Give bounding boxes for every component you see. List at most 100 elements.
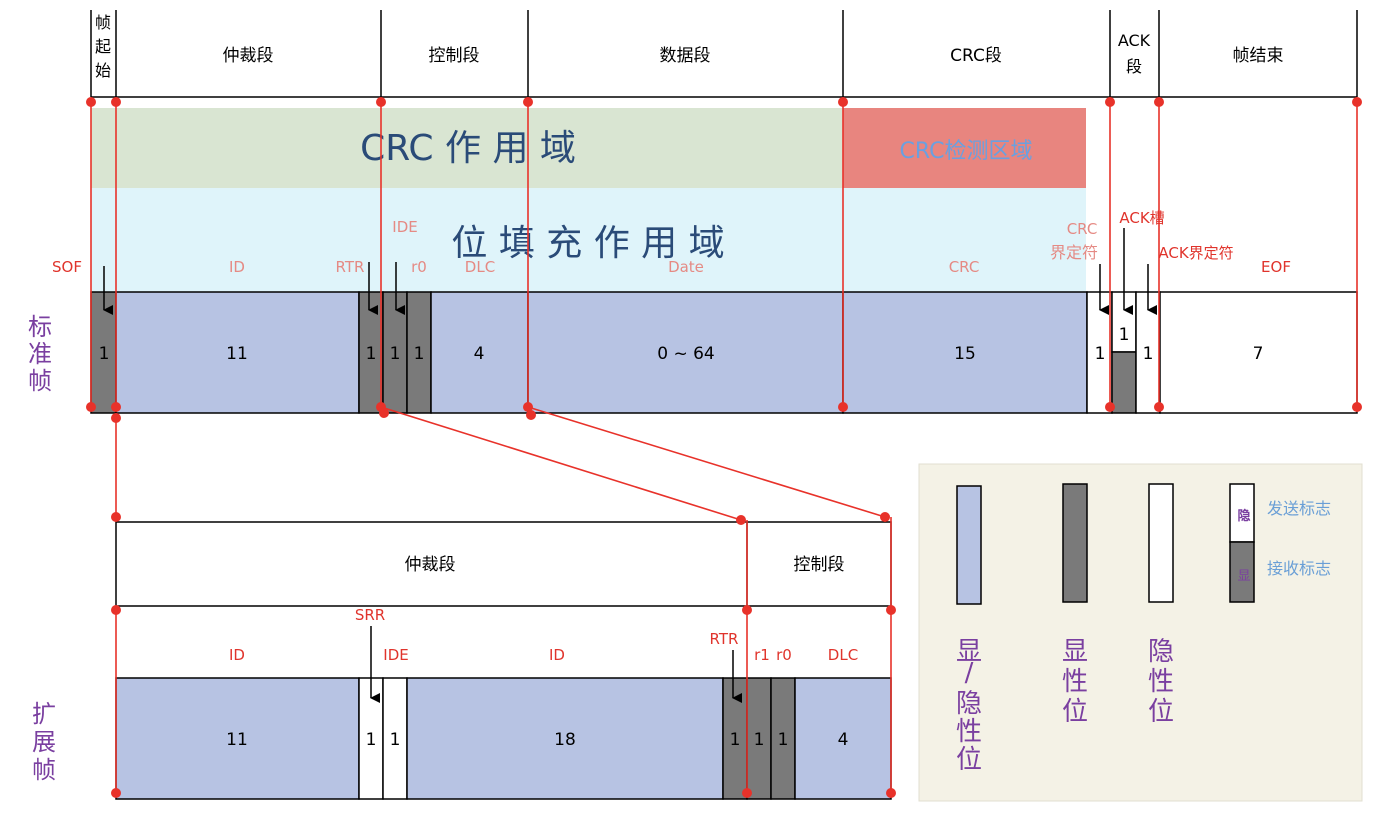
legend-d-char-3: 位 [1062,697,1088,727]
ext-cell-dlc [794,677,892,800]
ext-label-r1: r1 [754,646,770,664]
ext-title-char-2: 展 [32,728,56,756]
std-title-char-2: 准 [28,340,52,368]
std-value-dlc: 4 [474,344,485,364]
legend-swatch-recessive [1148,483,1174,603]
label-eof: EOF [1261,258,1291,276]
std-value-data: 0 ~ 64 [657,344,715,364]
std-value-r0: 1 [414,344,425,364]
ext-value-r1: 1 [754,730,765,750]
ext-cell-id1 [115,677,360,800]
legend-dr-char-5: 位 [956,745,982,775]
ext-section-control: 控制段 [794,555,845,575]
ext-cell-id2 [406,677,724,800]
legend-label-dominant-recessive: 显 / 隐 性 位 [956,637,982,775]
extended-red-guides [115,517,892,793]
bit-stuffing-title: 位 填 充 作 用 域 [451,223,724,264]
ext-value-srr: 1 [366,730,377,750]
section-crc: CRC段 [950,46,1002,66]
ext-title-char-1: 扩 [32,700,56,728]
label-r0: r0 [411,258,427,276]
standard-header: 帧 起 始 仲裁段 控制段 数据段 CRC段 ACK 段 帧结束 [90,10,1358,98]
label-crc-delimiter-1: CRC [1067,220,1098,238]
standard-frame-row: 1 11 1 1 1 4 0 ~ 64 15 1 1 1 7 [90,291,1358,414]
section-ack-line-1: ACK [1118,31,1151,50]
standard-red-dots [86,97,1362,423]
legend-swatch-dominant-recessive [956,485,982,605]
legend-flag-top-char: 隐 [1237,508,1250,524]
extended-red-dots [111,512,896,798]
crc-check-title: CRC检测区域 [900,139,1033,164]
ext-label-r0: r0 [776,646,792,664]
label-rtr: RTR [336,258,365,276]
standard-row-title: 标 准 帧 [28,313,52,395]
crc-check-band [843,108,1086,188]
std-value-id: 11 [226,344,248,364]
legend-r-char-2: 性 [1148,667,1174,697]
sof-header-char-2: 起 [95,37,111,56]
legend-label-recessive: 隐 性 位 [1148,637,1174,727]
ext-value-rtr: 1 [730,730,741,750]
std-value-rtr: 1 [366,344,377,364]
legend-dr-char-2: / [965,658,974,688]
std-cell-dlc [430,291,529,414]
legend-r-char-3: 位 [1148,697,1174,727]
bit-stuffing-band [91,188,1086,292]
label-dlc: DLC [465,258,495,276]
standard-red-guides [90,102,1358,521]
std-title-char-3: 帧 [28,367,52,395]
section-data: 数据段 [660,46,711,66]
legend-send-flag: 发送标志 [1267,499,1331,518]
extended-arrows [370,626,742,703]
std-cell-eof [1159,291,1358,414]
label-crc: CRC [949,258,980,276]
label-sof: SOF [52,258,82,276]
legend-d-char-2: 性 [1062,667,1088,697]
ext-cell-r0 [770,677,796,800]
ext-label-ide: IDE [383,646,408,664]
label-ack-slot: ACK槽 [1119,209,1164,227]
standard-field-labels: SOF ID RTR IDE r0 DLC Date CRC CRC 界定符 A… [52,209,1291,276]
label-ack-delimiter: ACK界定符 [1158,244,1233,262]
ext-value-dlc: 4 [838,730,849,750]
label-date: Date [668,258,704,276]
ext-title-char-3: 帧 [32,756,56,784]
ext-label-dlc: DLC [828,646,858,664]
legend-flag-bottom-char: 显 [1237,569,1250,584]
std-cell-data [527,291,844,414]
label-ide: IDE [392,218,417,236]
label-id: ID [229,258,245,276]
legend-swatch-flag-bottom [1229,541,1255,603]
std-value-ide: 1 [390,344,401,364]
std-value-ack-delimiter: 1 [1143,344,1154,364]
std-cell-r0 [406,291,432,414]
extended-frame-row: 11 1 1 18 1 1 1 4 [115,677,892,800]
ext-value-r0: 1 [778,730,789,750]
extended-header: 仲裁段 控制段 [115,521,892,607]
std-value-crc-delimiter: 1 [1095,344,1106,364]
section-control: 控制段 [429,46,480,66]
std-value-ack-slot: 1 [1119,325,1130,345]
extended-row-title: 扩 展 帧 [32,700,56,784]
sof-header-char-3: 始 [95,61,111,80]
ext-value-ide: 1 [390,730,401,750]
legend-dr-char-4: 性 [956,717,982,747]
label-crc-delimiter-2: 界定符 [1050,243,1098,262]
legend-r-char-1: 隐 [1148,637,1174,667]
ext-label-id2: ID [549,646,565,664]
ext-value-id2: 18 [554,730,576,750]
section-ack-line-2: 段 [1126,57,1142,76]
ext-cell-ide [382,677,408,800]
ext-label-srr: SRR [355,606,385,624]
legend-recv-flag: 接收标志 [1267,559,1331,578]
legend-dr-char-1: 显 [956,637,982,667]
std-value-eof: 7 [1253,344,1264,364]
legend-swatch-dominant [1062,483,1088,603]
sof-header-char-1: 帧 [95,13,111,32]
legend-panel: 隐 显 发送标志 接收标志 显 / 隐 性 位 显 性 位 隐 性 位 [918,463,1363,802]
scope-bands: CRC 作 用 域 CRC检测区域 位 填 充 作 用 域 [91,108,1086,292]
std-value-crc: 15 [954,344,976,364]
ext-value-id1: 11 [226,730,248,750]
section-eof: 帧结束 [1233,46,1284,66]
